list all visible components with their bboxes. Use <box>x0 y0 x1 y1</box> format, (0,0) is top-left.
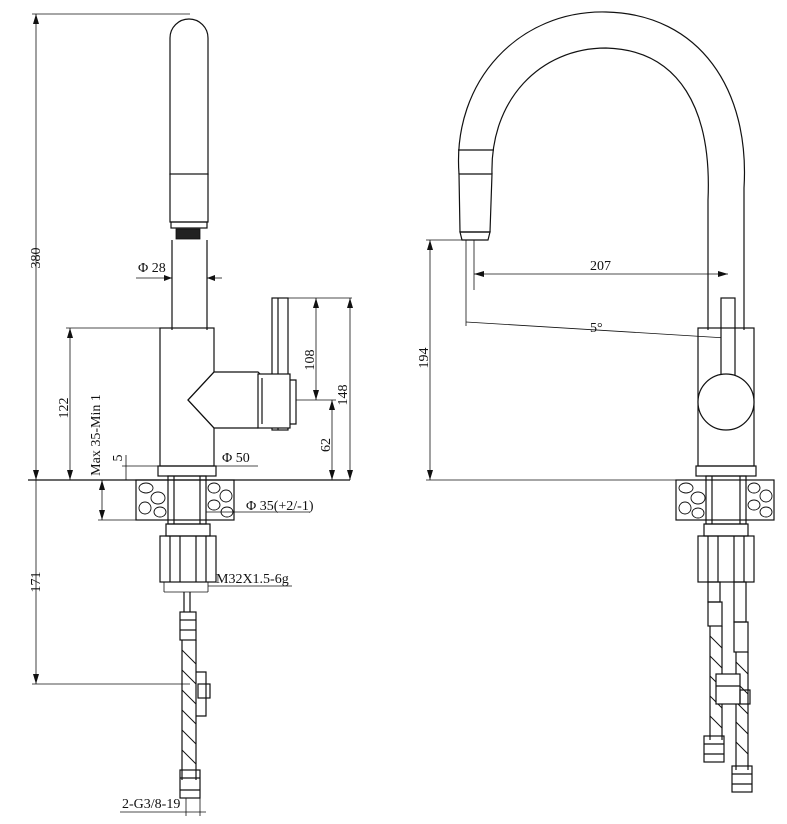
label-gap: 5 <box>111 455 126 462</box>
label-body-diameter: Φ 50 <box>222 451 250 466</box>
dim-lever: 108 148 62 <box>288 297 353 480</box>
dim-angle: 5° <box>465 240 727 339</box>
lever-stem <box>720 297 736 381</box>
label-lever-height: 108 <box>303 350 318 371</box>
label-below-counter: 171 <box>29 572 44 593</box>
label-thread: M32X1.5-6g <box>216 572 289 587</box>
dim-below-counter: 171 <box>29 480 190 685</box>
countertop-section-right <box>675 475 775 525</box>
lever-handle <box>187 297 297 431</box>
right-view: 207 5° 194 <box>417 11 775 793</box>
hoses-right <box>703 581 753 793</box>
hoses-left <box>179 592 211 799</box>
countertop-section-left <box>135 475 235 525</box>
label-lever-total: 148 <box>336 385 351 406</box>
dim-hose-thread: 2-G3/8-19 <box>120 797 206 816</box>
spout-tube <box>169 18 209 330</box>
dim-reach: 207 <box>473 240 728 290</box>
arched-spout <box>457 11 746 330</box>
dim-counter-thickness: Max 35-Min 1 5 <box>89 394 158 521</box>
dim-thread: M32X1.5-6g <box>208 572 292 587</box>
label-hole-diameter: Φ 35(+2/-1) <box>246 499 314 514</box>
label-overall-height: 380 <box>29 248 44 269</box>
label-hose-thread: 2-G3/8-19 <box>122 797 180 812</box>
label-reach: 207 <box>590 259 611 274</box>
label-lever-lower: 62 <box>319 438 334 452</box>
dim-body-height: 122 <box>57 327 160 480</box>
mounting-nut <box>159 523 217 593</box>
dim-spout-diameter: Φ 28 <box>136 261 222 281</box>
label-spout-height: 194 <box>417 348 432 369</box>
dim-hole-diameter: Φ 35(+2/-1) <box>206 499 314 514</box>
mounting-nut-right <box>697 523 755 583</box>
label-angle: 5° <box>590 321 603 336</box>
dim-body-diameter: Φ 50 <box>216 451 258 467</box>
label-spout-diameter: Φ 28 <box>138 261 166 276</box>
dim-overall-height: 380 <box>29 13 190 480</box>
label-body-height: 122 <box>57 398 72 419</box>
label-counter-thickness: Max 35-Min 1 <box>89 394 104 476</box>
dim-spout-height: 194 <box>417 239 696 481</box>
left-view: 380 Φ 28 <box>28 13 353 816</box>
faucet-body-front <box>695 327 757 477</box>
